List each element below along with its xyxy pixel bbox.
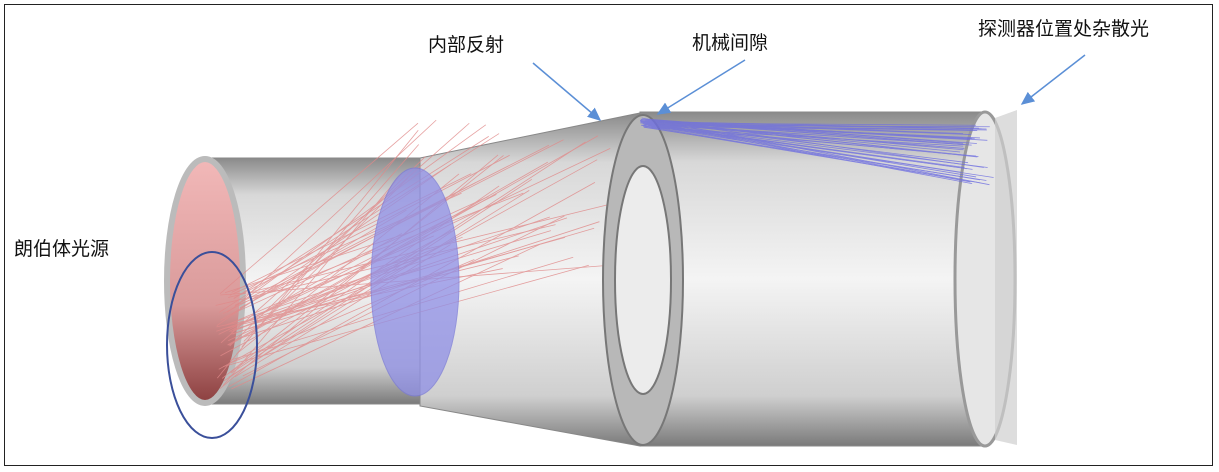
ray: [646, 121, 977, 178]
label-mechanical-gap: 机械间隙: [692, 32, 769, 54]
arrow-mechanical-gap: [656, 59, 746, 115]
arrow-internal-reflection: [532, 62, 602, 121]
ray: [644, 123, 961, 173]
right-cylinder: [639, 110, 1017, 448]
mechanical-ring: [602, 114, 684, 446]
ray: [241, 144, 420, 348]
ray: [644, 124, 987, 131]
ray: [641, 122, 987, 130]
arrow-detector-stray-light: [1020, 54, 1086, 105]
label-detector-stray-light: 探测器位置处杂散光: [978, 18, 1150, 40]
source-highlight-circle: [166, 251, 258, 439]
label-internal-reflection: 内部反射: [428, 34, 505, 56]
ray: [238, 119, 437, 304]
label-lambertian-source: 朗伯体光源: [14, 238, 110, 260]
lambertian-source-surface: [164, 156, 246, 406]
ray: [220, 122, 470, 344]
ray: [641, 117, 990, 186]
ray: [219, 122, 419, 295]
ray: [233, 136, 489, 299]
detector-plane: [995, 110, 1017, 445]
ray: [226, 124, 487, 313]
ray: [646, 118, 964, 144]
ray: [243, 194, 497, 323]
ray: [647, 120, 962, 156]
lens: [370, 167, 460, 397]
ray: [218, 133, 500, 313]
blue-rays: [639, 117, 994, 186]
figure-frame: [4, 4, 1213, 466]
